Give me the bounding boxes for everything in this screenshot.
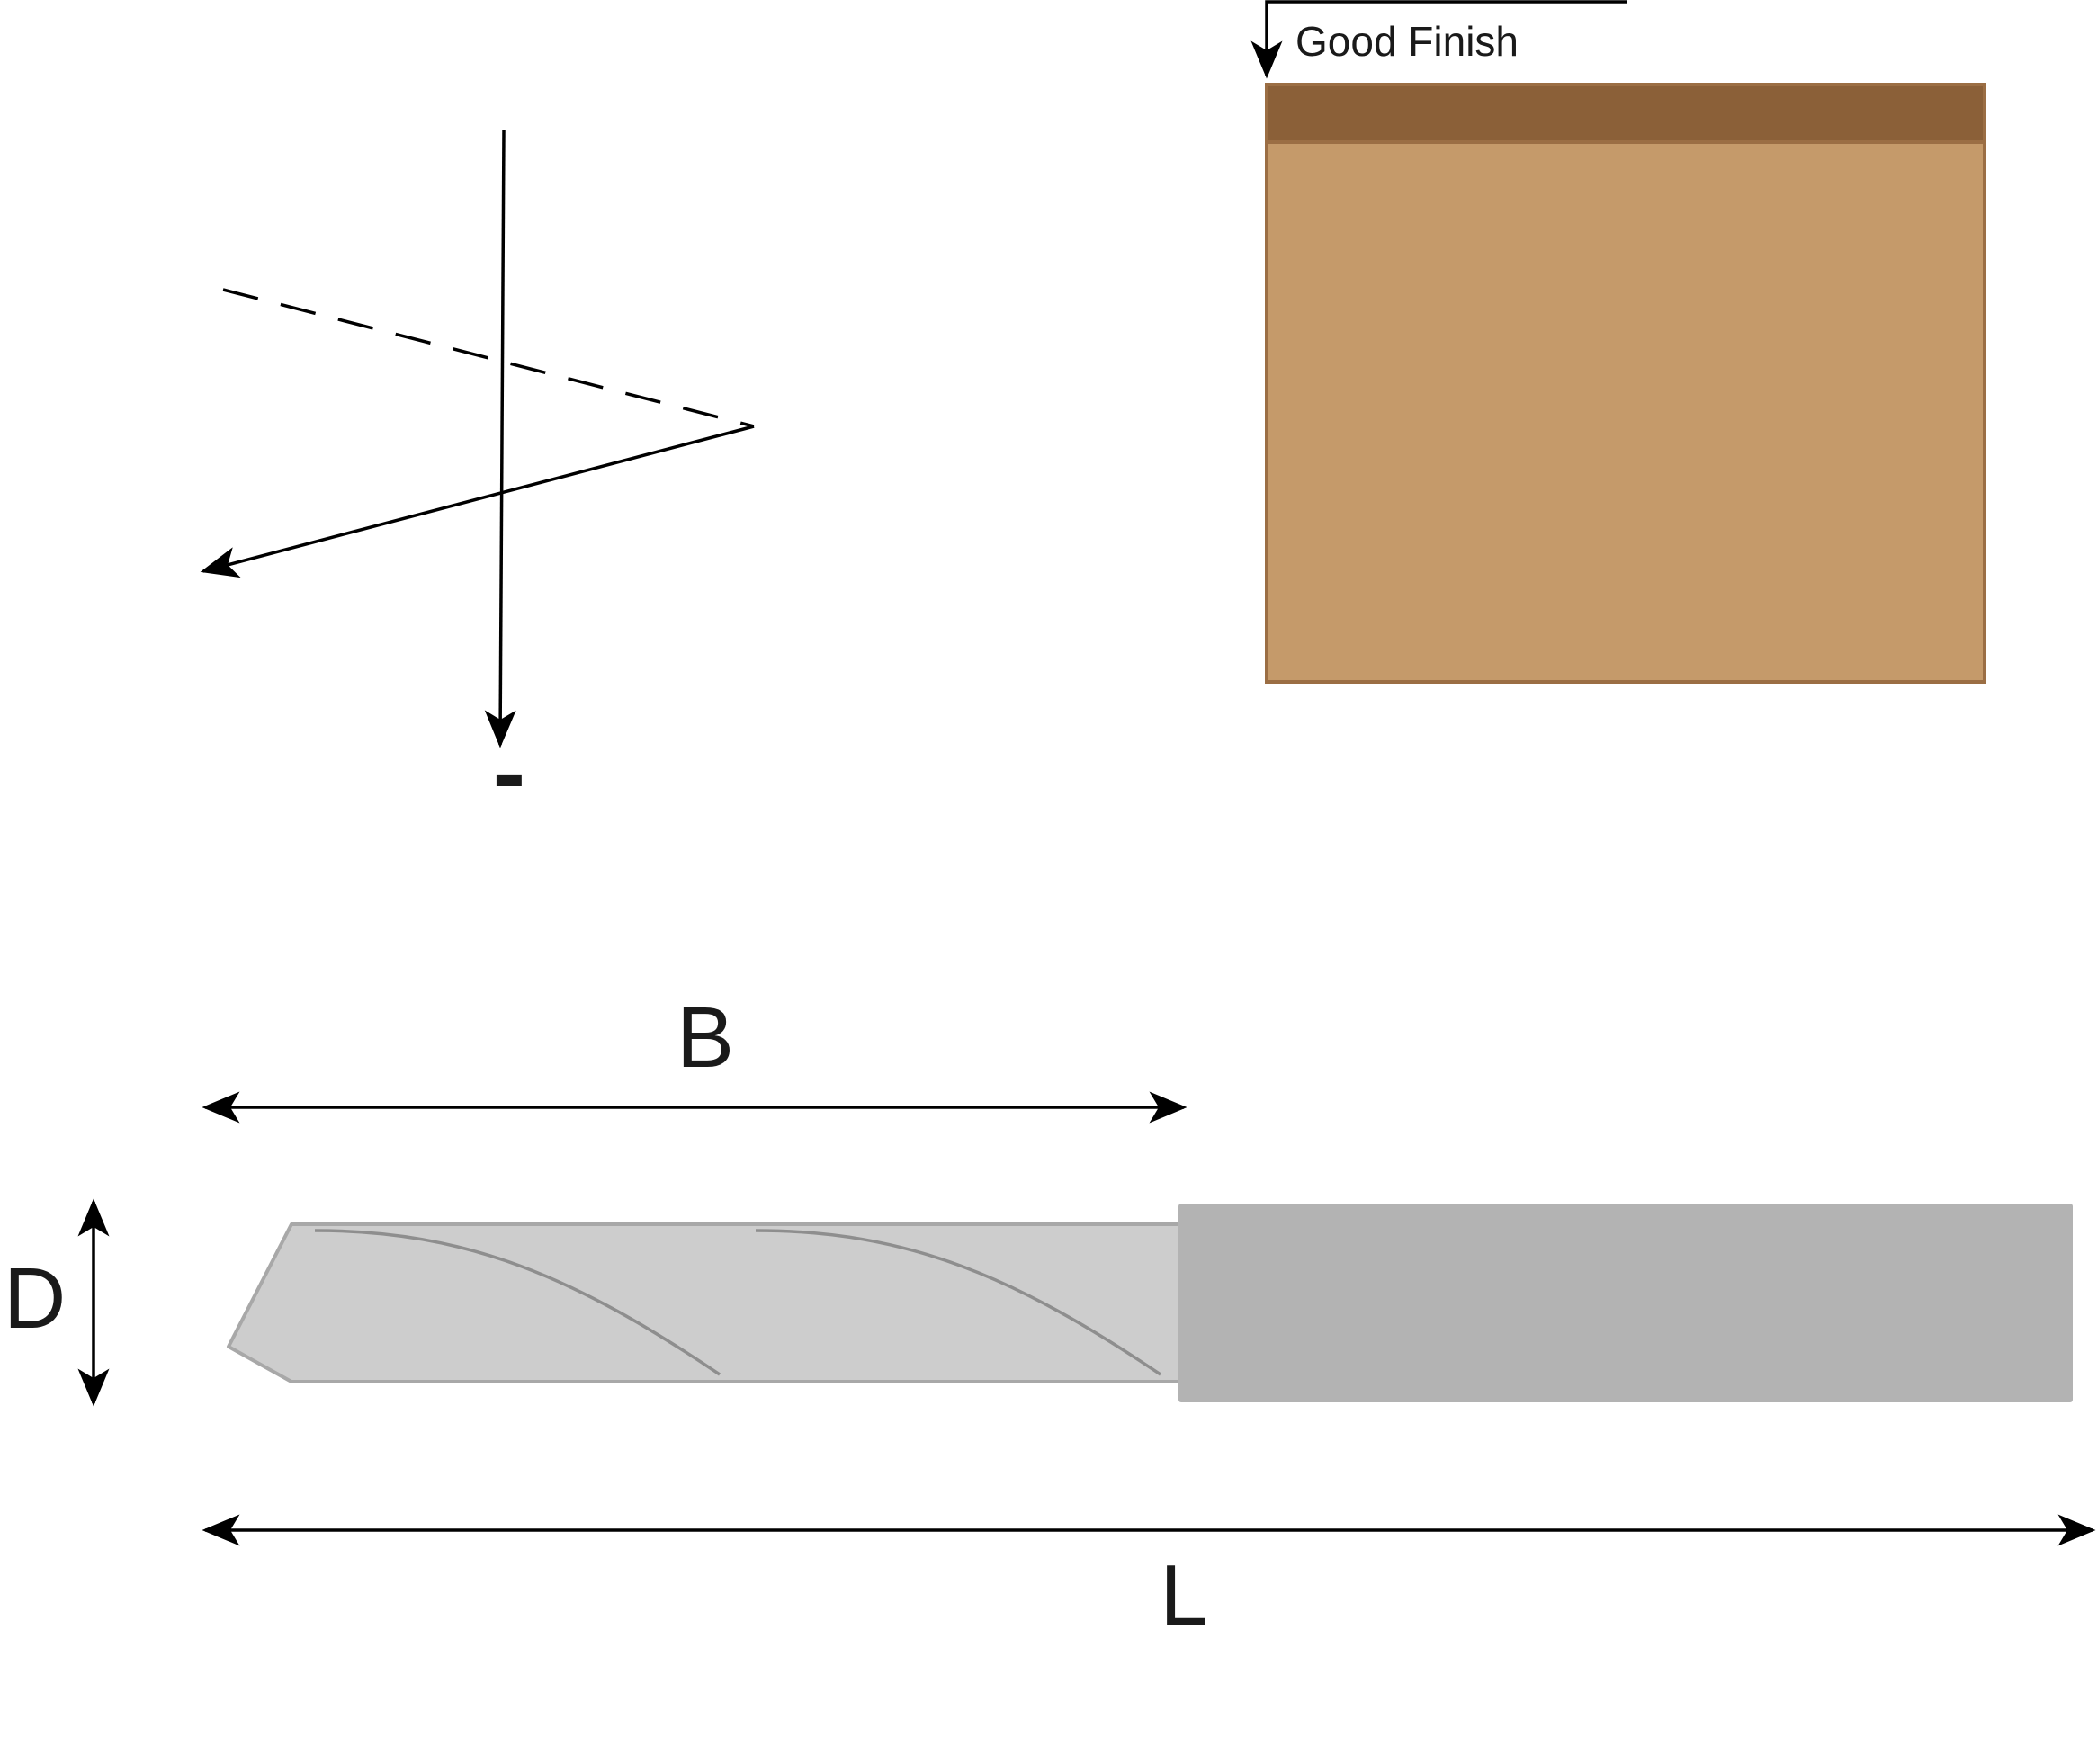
force-diagram: - [200, 130, 755, 828]
router-bit: B D L [4, 989, 2096, 1643]
workpiece-body [1265, 83, 1986, 684]
finish-pointer-arrow [1250, 0, 1627, 79]
angled-force-arrow [200, 425, 755, 578]
good-finish-label: Good Finish [1295, 18, 1519, 65]
dashed-reference-line [222, 288, 755, 428]
dimension-b-label: B [677, 989, 734, 1086]
vertical-force-arrow [484, 130, 516, 748]
bit-cutting-part [227, 1222, 1186, 1383]
negative-sign-label: - [493, 717, 526, 828]
workpiece-top-layer [1265, 83, 1986, 144]
bit-flute-line [314, 1229, 721, 1376]
bit-shank [1178, 1204, 2073, 1402]
workpiece: Good Finish [1250, 0, 1986, 684]
dimension-l-label: L [1160, 1547, 1207, 1643]
bit-flute-line [755, 1229, 1161, 1376]
dimension-d-label: D [4, 1250, 66, 1347]
